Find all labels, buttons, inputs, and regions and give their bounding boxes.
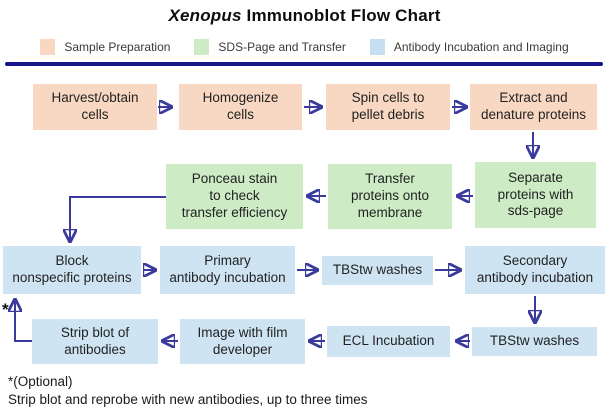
node-ecl-incubation: ECL Incubation [327, 326, 450, 357]
legend: Sample Preparation SDS-Page and Transfer… [0, 39, 609, 55]
node-extract-denature: Extract and denature proteins [470, 84, 597, 130]
edge-strip-block-optional [15, 301, 32, 342]
legend-item-sds-page-transfer: SDS-Page and Transfer [194, 39, 346, 55]
node-image-film-developer: Image with film developer [180, 319, 305, 364]
node-block-nonspecific: Block nonspecific proteins [3, 246, 141, 294]
node-harvest-cells: Harvest/obtain cells [33, 84, 157, 130]
legend-label: Antibody Incubation and Imaging [393, 40, 569, 54]
legend-item-sample-preparation: Sample Preparation [40, 39, 170, 55]
title-species: Xenopus [168, 6, 242, 25]
legend-swatch-sample-preparation-icon [40, 39, 56, 55]
page-title: Xenopus Immunoblot Flow Chart [0, 6, 609, 26]
legend-item-antibody-imaging: Antibody Incubation and Imaging [369, 39, 569, 55]
legend-swatch-antibody-imaging-icon [369, 39, 385, 55]
node-homogenize-cells: Homogenize cells [179, 84, 302, 130]
node-spin-cells: Spin cells to pellet debris [326, 84, 450, 130]
legend-swatch-sds-page-transfer-icon [194, 39, 210, 55]
node-tbstw-washes-1: TBStw washes [322, 256, 433, 285]
node-primary-antibody: Primary antibody incubation [160, 246, 295, 294]
node-transfer-membrane: Transfer proteins onto membrane [328, 164, 452, 229]
node-separate-sds-page: Separate proteins with sds-page [475, 162, 596, 228]
node-strip-blot: Strip blot of antibodies [32, 319, 158, 364]
footnote-optional: *(Optional) [8, 374, 73, 389]
header-divider [5, 62, 603, 66]
node-ponceau-stain: Ponceau stain to check transfer efficien… [166, 164, 303, 229]
optional-asterisk-marker: * [2, 300, 9, 319]
node-secondary-antibody: Secondary antibody incubation [465, 246, 605, 294]
legend-label: SDS-Page and Transfer [218, 40, 346, 54]
edge-ponceau-block [70, 196, 166, 240]
node-tbstw-washes-2: TBStw washes [472, 327, 597, 356]
title-rest: Immunoblot Flow Chart [241, 6, 441, 25]
footnote-strip-reprobe: Strip blot and reprobe with new antibodi… [8, 392, 368, 407]
legend-label: Sample Preparation [64, 40, 171, 54]
